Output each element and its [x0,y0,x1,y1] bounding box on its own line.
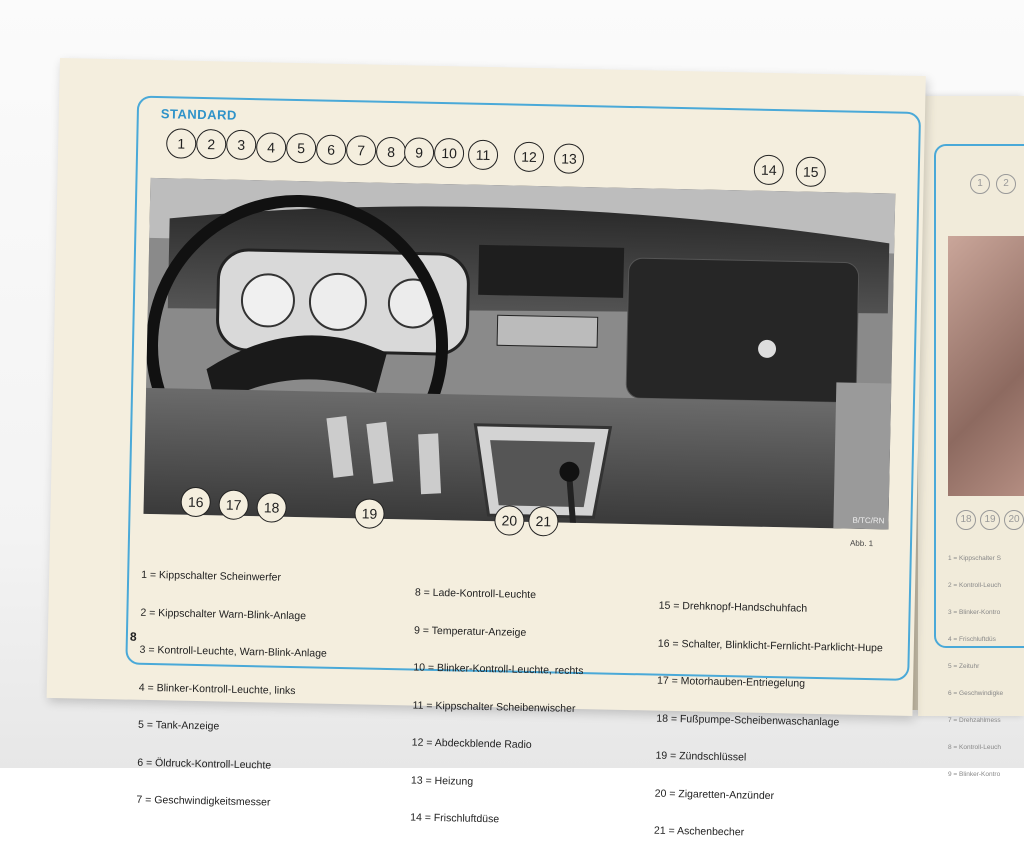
legend-row: 3 = Kontroll-Leuchte, Warn-Blink-Anlage [139,643,327,660]
legend-row: 15 = Drehknopf-Handschuhfach [658,599,808,615]
legend-row: 18 = Fußpumpe-Scheibenwaschanlage [656,712,840,728]
legend-row: 7 = Geschwindigkeitsmesser [136,793,271,809]
photo-code: B/TC/RN [852,515,885,526]
right-legend-row: 1 = Kippschalter S [948,555,1001,562]
right-page-frame [934,144,1024,648]
legend-row: 4 = Blinker-Kontroll-Leuchte, links [138,681,296,697]
figure-label: Abb. 1 [849,538,874,549]
legend-row: 2 = Kippschalter Warn-Blink-Anlage [140,606,307,622]
right-legend-row: 2 = Kontroll-Leuch [948,582,1001,589]
dashboard-photo: B/TC/RN [143,177,896,530]
legend-row: 1 = Kippschalter Scheinwerfer [141,568,282,584]
right-callout-1: 1 [970,174,990,194]
legend-row: 14 = Frischluftdüse [410,811,500,826]
right-page: 1 2 18 19 20 1 = Kippschalter S 2 = Kont… [918,96,1024,778]
legend-row: 17 = Motorhauben-Entriegelung [656,674,806,690]
legend-row: 5 = Tank-Anzeige [137,718,220,733]
legend-row: 12 = Abdeckblende Radio [411,736,532,752]
right-legend-row: 6 = Geschwindigke [948,690,1004,697]
right-legend-row: 3 = Blinker-Kontro [948,609,1001,616]
legend-row: 13 = Heizung [410,774,474,788]
legend-column-1: 1 = Kippschalter Scheinwerfer 2 = Kippsc… [136,544,329,835]
right-legend-row: 4 = Frischluftdüs [948,636,996,643]
right-callout-2: 2 [996,174,1016,194]
legend-row: 16 = Schalter, Blinklicht-Fernlicht-Park… [657,637,883,654]
page-number: 8 [129,629,137,644]
legend-row: 11 = Kippschalter Scheibenwischer [412,699,576,715]
right-legend-row: 5 = Zeituhr [948,663,980,670]
legend-row: 20 = Zigaretten-Anzünder [654,787,775,802]
right-page-legend: 1 = Kippschalter S 2 = Kontroll-Leuch 3 … [948,536,1003,797]
left-page: STANDARD [46,58,926,838]
right-callout-20: 20 [1004,510,1024,530]
legend-row: 9 = Temperatur-Anzeige [413,624,527,639]
legend-row: 6 = Öldruck-Kontroll-Leuchte [137,756,272,772]
right-legend-row: 9 = Blinker-Kontro [948,771,1001,778]
section-title: STANDARD [160,106,237,123]
legend-column-2: 8 = Lade-Kontroll-Leuchte 9 = Temperatur… [410,562,586,853]
legend-row: 10 = Blinker-Kontroll-Leuchte, rechts [413,661,584,678]
legend-row: 8 = Lade-Kontroll-Leuchte [414,586,537,602]
right-legend-row: 7 = Drehzahlmess [948,717,1001,724]
right-page-photo [948,236,1024,496]
legend-column-3: 15 = Drehknopf-Handschuhfach 16 = Schalt… [653,575,884,867]
right-callout-19: 19 [980,510,1000,530]
right-callout-18: 18 [956,510,976,530]
legend-row: 21 = Aschenbecher [653,824,745,839]
legend-row: 19 = Zündschlüssel [655,749,747,764]
right-legend-row: 8 = Kontroll-Leuch [948,744,1001,751]
dashboard-illustration [143,177,896,530]
